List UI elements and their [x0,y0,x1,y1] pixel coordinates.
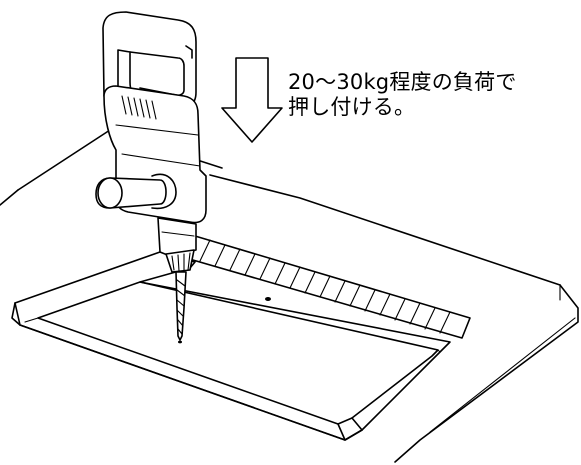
instruction-caption: 20～30kg程度の負荷で 押し付ける。 [288,70,578,120]
electric-drill [95,11,207,341]
workpiece-plate [11,251,451,441]
caption-line-2: 押し付ける。 [288,95,416,119]
caption-line-1: 20～30kg程度の負荷で [288,70,517,94]
down-arrow-icon [221,57,283,143]
striped-guide-plate [185,235,471,339]
